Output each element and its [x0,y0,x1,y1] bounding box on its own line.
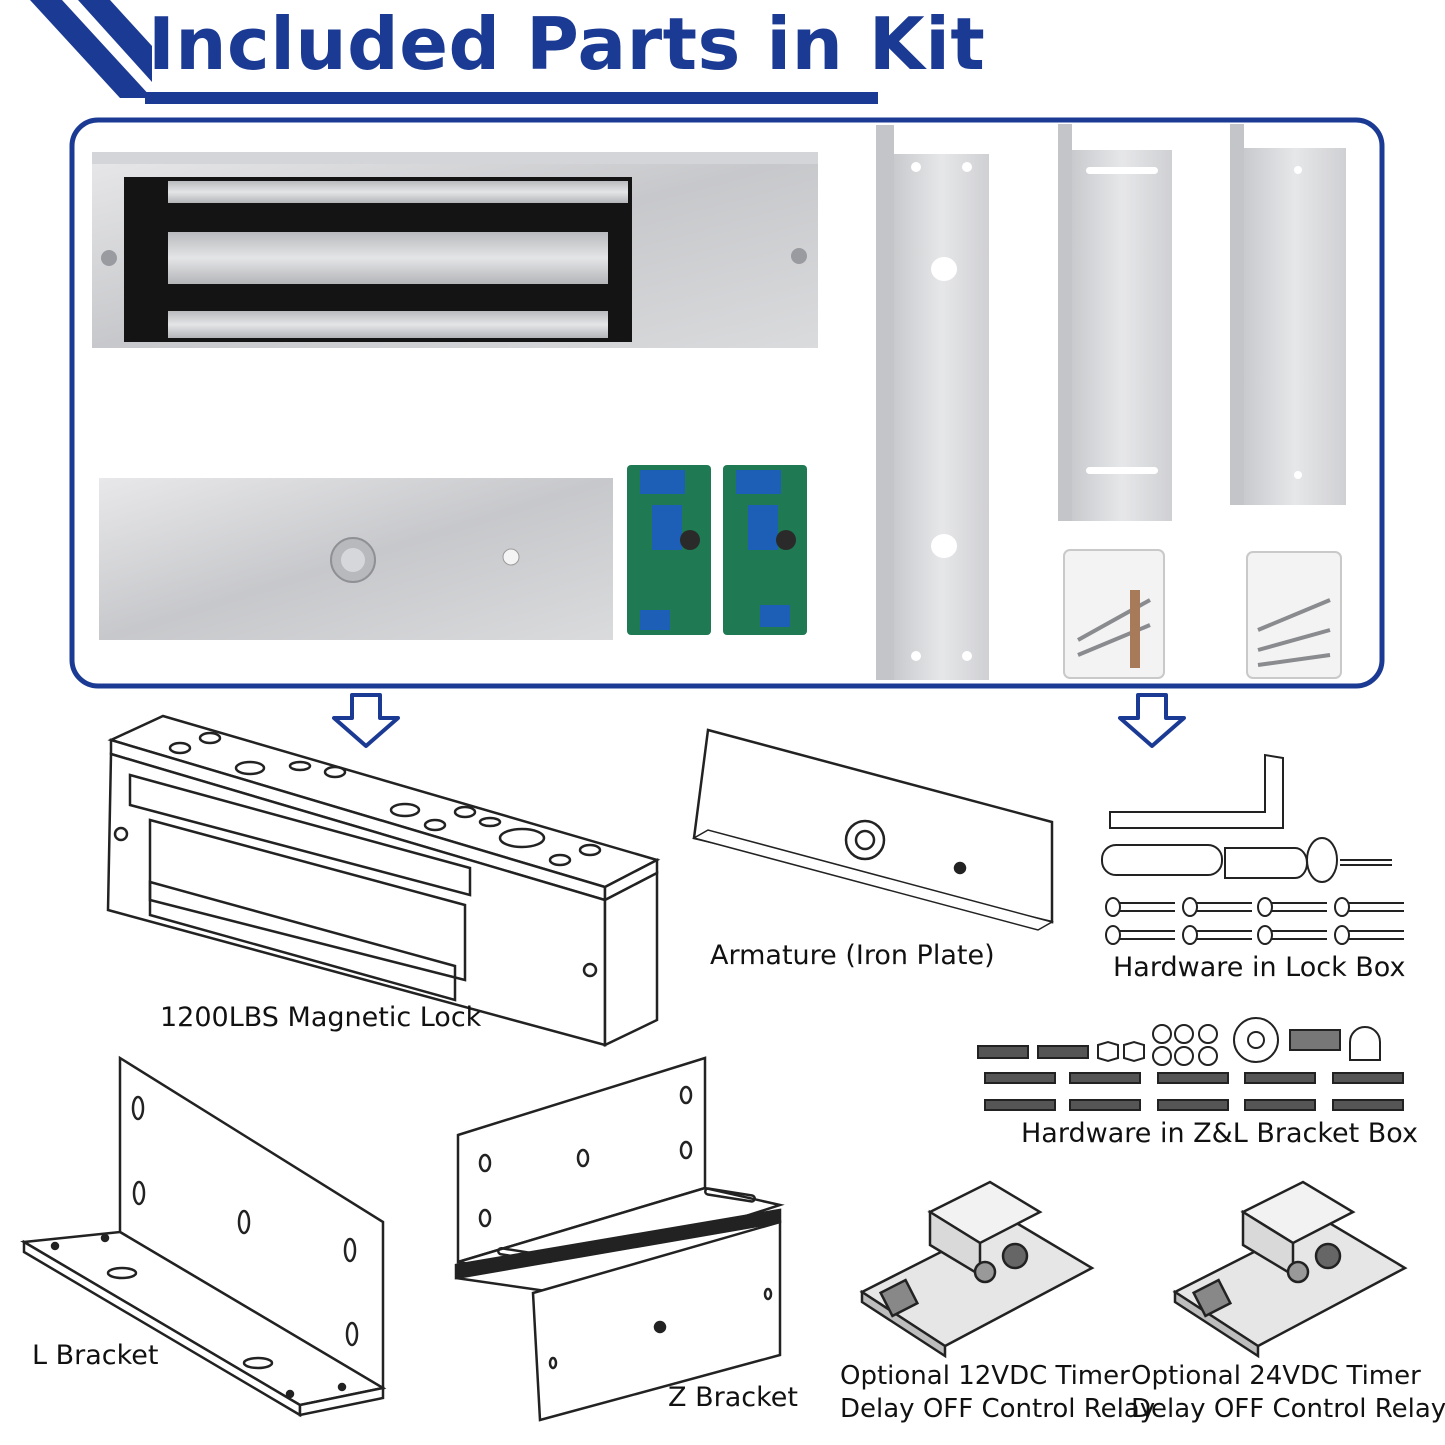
hardware-bracket-box-drawing [977,1017,1404,1111]
label-relay-12v-line1: Optional 12VDC Timer [840,1361,1130,1391]
page-title: Included Parts in Kit [148,2,986,86]
relay-12v-drawing [859,1180,1095,1359]
label-l-bracket: L Bracket [32,1340,159,1371]
hardware-bag-photo [1063,549,1165,679]
armature-plate-photo [99,478,613,640]
relay-24v-drawing [1172,1180,1408,1359]
label-relay-24v-line2: Delay OFF Control Relay [1131,1393,1445,1424]
l-bracket-photo [1058,124,1172,521]
z-bracket-photo [876,125,989,680]
hardware-lock-box-drawing [1101,753,1404,945]
l-bracket-drawing [20,1055,387,1418]
label-hardware-bracket-box: Hardware in Z&L Bracket Box [1021,1118,1418,1149]
armature-drawing [692,728,1054,931]
label-hardware-lock-box: Hardware in Lock Box [1113,952,1406,983]
label-relay-12v-line2: Delay OFF Control Relay [840,1393,1156,1424]
label-armature: Armature (Iron Plate) [710,940,995,971]
magnetic-lock-drawing [106,714,661,1047]
hardware-bag-photo [1246,551,1342,679]
label-z-bracket: Z Bracket [668,1382,798,1413]
label-magnetic-lock: 1200LBS Magnetic Lock [160,1002,482,1033]
relay-board-photo [627,465,807,635]
label-relay-24v: Optional 24VDC Timer Delay OFF Control R… [1131,1360,1445,1425]
z-bracket-drawing [454,1056,785,1422]
magnetic-lock-photo [92,152,818,348]
l-bracket-photo [1230,124,1346,505]
label-relay-24v-line1: Optional 24VDC Timer [1131,1361,1421,1391]
label-relay-12v: Optional 12VDC Timer Delay OFF Control R… [840,1360,1155,1425]
